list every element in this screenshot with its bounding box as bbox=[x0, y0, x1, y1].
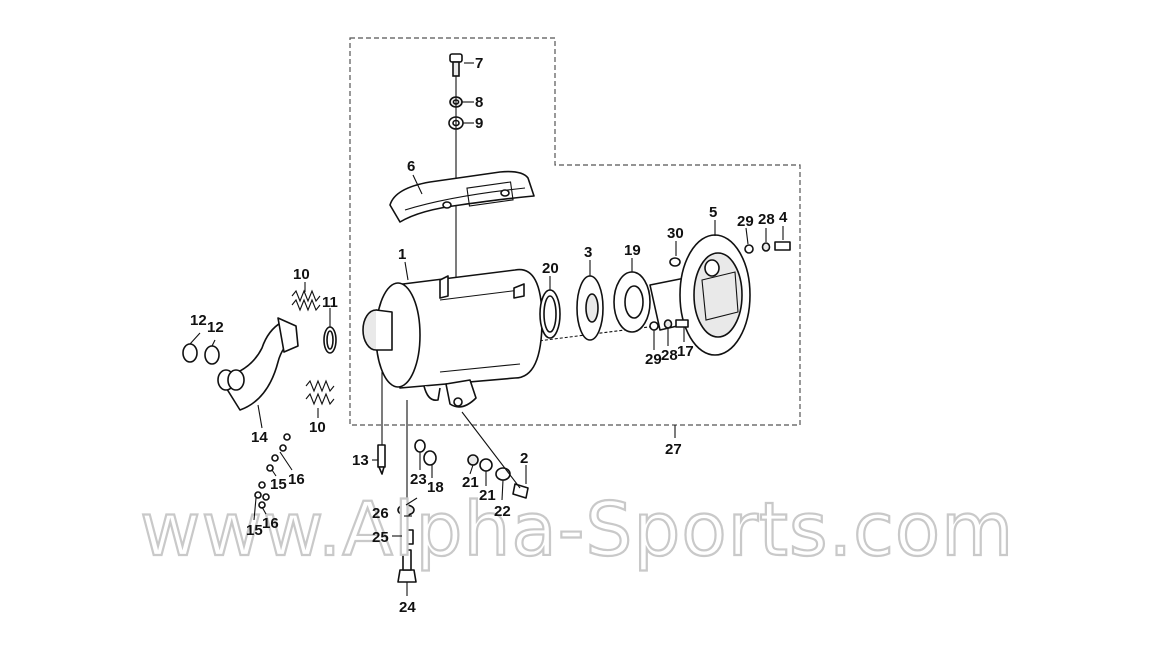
callout-25[interactable]: 25 bbox=[372, 529, 389, 546]
callout-19[interactable]: 19 bbox=[624, 242, 641, 259]
callout-6[interactable]: 6 bbox=[407, 158, 415, 175]
nut-21-a[interactable] bbox=[467, 454, 479, 466]
bolt-24[interactable] bbox=[397, 549, 417, 583]
nut-15-b[interactable] bbox=[254, 481, 266, 499]
callout-18[interactable]: 18 bbox=[427, 479, 444, 496]
callout-15-a[interactable]: 15 bbox=[270, 476, 287, 493]
bolt-7[interactable] bbox=[449, 53, 463, 77]
callout-22[interactable]: 22 bbox=[494, 503, 511, 520]
washer-29-low[interactable] bbox=[649, 321, 659, 331]
callout-14[interactable]: 14 bbox=[251, 429, 268, 446]
callout-11[interactable]: 11 bbox=[322, 294, 338, 311]
callout-29-top[interactable]: 29 bbox=[737, 213, 754, 230]
leader-lines-lower bbox=[189, 327, 685, 521]
washer-30[interactable] bbox=[669, 257, 681, 267]
callout-28-top[interactable]: 28 bbox=[758, 211, 775, 228]
callout-3[interactable]: 3 bbox=[584, 244, 592, 261]
watermark-text: www.Alpha-Sports.com bbox=[140, 487, 1014, 573]
callout-7[interactable]: 7 bbox=[475, 55, 483, 72]
leader-lines bbox=[257, 62, 784, 596]
callout-12-b[interactable]: 12 bbox=[207, 319, 224, 336]
heat-shield-6[interactable] bbox=[389, 170, 535, 223]
callout-16-a[interactable]: 16 bbox=[288, 471, 305, 488]
spring-10-top[interactable] bbox=[291, 289, 321, 312]
callout-12-a[interactable]: 12 bbox=[190, 312, 207, 329]
callout-15-b[interactable]: 15 bbox=[246, 522, 263, 539]
bolt-4[interactable] bbox=[774, 241, 791, 251]
leader-bolt-chain bbox=[461, 411, 521, 489]
bolt-17[interactable] bbox=[675, 319, 689, 328]
callout-2[interactable]: 2 bbox=[520, 450, 528, 467]
callout-5[interactable]: 5 bbox=[709, 204, 717, 221]
washer-28-top[interactable] bbox=[761, 242, 771, 252]
clip-18[interactable] bbox=[423, 450, 437, 466]
callout-16-b[interactable]: 16 bbox=[262, 515, 279, 532]
callout-21-b[interactable]: 21 bbox=[479, 487, 496, 504]
ring-gasket-11[interactable] bbox=[323, 326, 337, 354]
nut-16-a[interactable] bbox=[279, 433, 291, 452]
ring-12-b[interactable] bbox=[204, 345, 220, 365]
callout-13[interactable]: 13 bbox=[352, 452, 369, 469]
callout-9[interactable]: 9 bbox=[475, 115, 483, 132]
callout-10-top[interactable]: 10 bbox=[293, 266, 310, 283]
callout-21-a[interactable]: 21 bbox=[462, 474, 479, 491]
plate-3[interactable] bbox=[576, 275, 604, 341]
spring-10-bottom[interactable] bbox=[305, 379, 335, 406]
nut-15-a[interactable] bbox=[266, 454, 279, 472]
sensor-13[interactable] bbox=[377, 444, 386, 475]
callout-26[interactable]: 26 bbox=[372, 505, 389, 522]
muffler-body-1[interactable] bbox=[362, 268, 543, 408]
callout-20[interactable]: 20 bbox=[542, 260, 559, 277]
callout-27[interactable]: 27 bbox=[665, 441, 682, 458]
callout-23[interactable]: 23 bbox=[410, 471, 427, 488]
gasket-20[interactable] bbox=[539, 289, 561, 339]
callout-8[interactable]: 8 bbox=[475, 94, 483, 111]
callout-29-low[interactable]: 29 bbox=[645, 351, 662, 368]
callout-1[interactable]: 1 bbox=[398, 246, 406, 263]
callout-28-low[interactable]: 28 bbox=[661, 347, 678, 364]
gasket-plate-19[interactable] bbox=[613, 271, 651, 333]
ring-12-a[interactable] bbox=[182, 343, 198, 363]
washer-23[interactable] bbox=[414, 439, 426, 453]
end-cap-5[interactable] bbox=[649, 234, 751, 356]
washer-29-top[interactable] bbox=[744, 244, 754, 254]
nut-21-b[interactable] bbox=[479, 458, 493, 472]
bolt-2[interactable] bbox=[512, 483, 529, 499]
callout-labels: 7 8 9 6 1 10 11 12 12 10 14 16 15 16 15 … bbox=[190, 55, 788, 616]
assembly-boundary bbox=[349, 37, 801, 426]
washer-22[interactable] bbox=[495, 467, 511, 481]
callout-4[interactable]: 4 bbox=[779, 209, 788, 226]
callout-17[interactable]: 17 bbox=[677, 343, 694, 360]
washer-28-low[interactable] bbox=[663, 319, 673, 329]
callout-24[interactable]: 24 bbox=[399, 599, 416, 616]
exhaust-pipe-14[interactable] bbox=[217, 317, 299, 411]
callout-30[interactable]: 30 bbox=[667, 225, 684, 242]
callout-10-bottom[interactable]: 10 bbox=[309, 419, 326, 436]
